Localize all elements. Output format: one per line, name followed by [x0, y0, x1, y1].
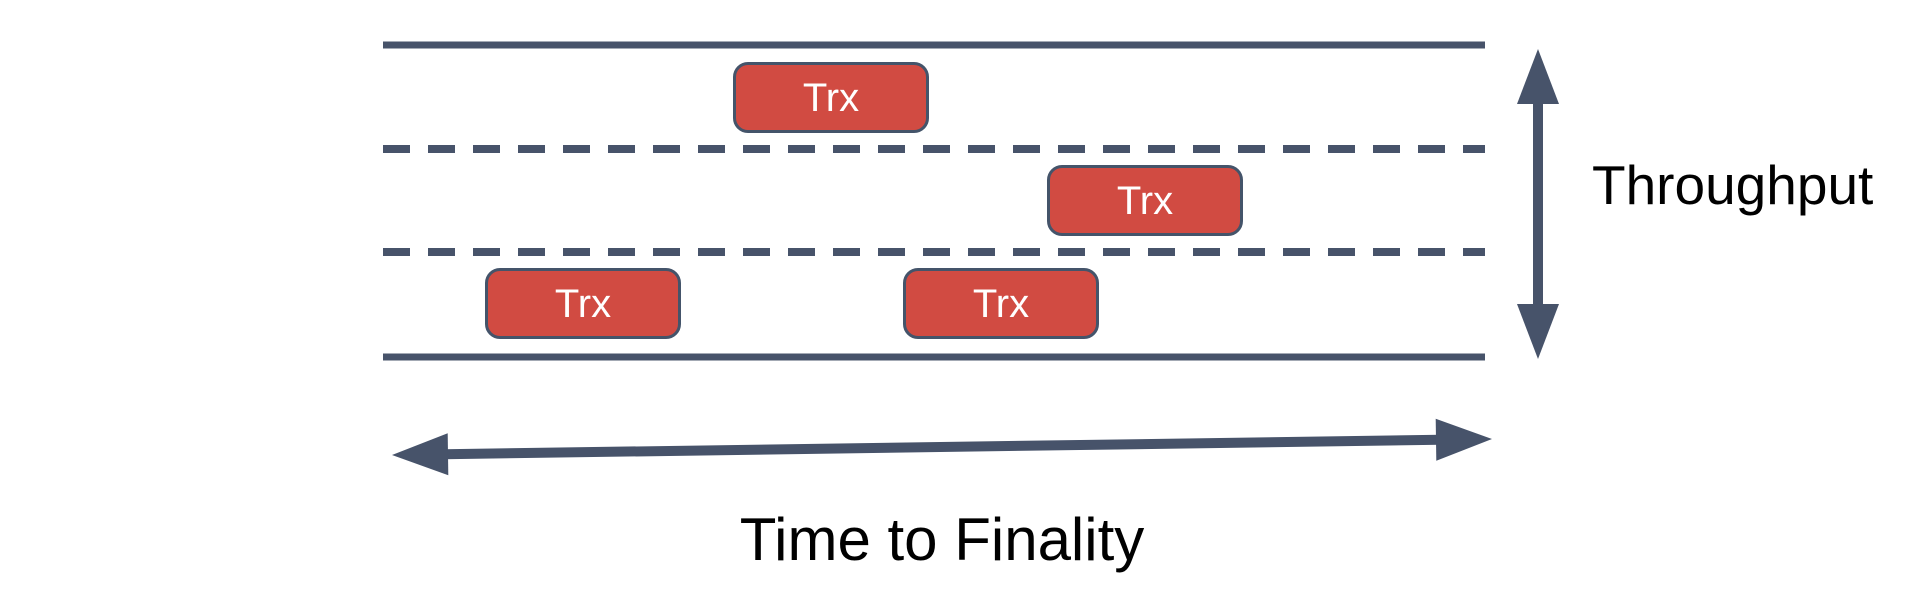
trx-box-label: Trx [554, 281, 612, 326]
trx-box-bottom-lane-left: Trx [485, 268, 681, 339]
throughput-axis-label: Throughput [1592, 154, 1874, 216]
throughput-arrow-up-head [1517, 49, 1559, 104]
time-to-finality-axis-label: Time to Finality [739, 506, 1145, 573]
finality-arrow-left-head [392, 433, 449, 476]
trx-box-label: Trx [802, 75, 860, 120]
trx-box-label: Trx [1116, 178, 1174, 223]
finality-arrow-shaft [443, 434, 1441, 460]
trx-box-top-lane: Trx [733, 62, 929, 133]
trx-box-label: Trx [972, 281, 1030, 326]
trx-box-middle-lane: Trx [1047, 165, 1243, 236]
trx-box-bottom-lane-right: Trx [903, 268, 1099, 339]
throughput-arrow-down-head [1517, 304, 1559, 359]
finality-arrow-right-head [1435, 418, 1492, 461]
